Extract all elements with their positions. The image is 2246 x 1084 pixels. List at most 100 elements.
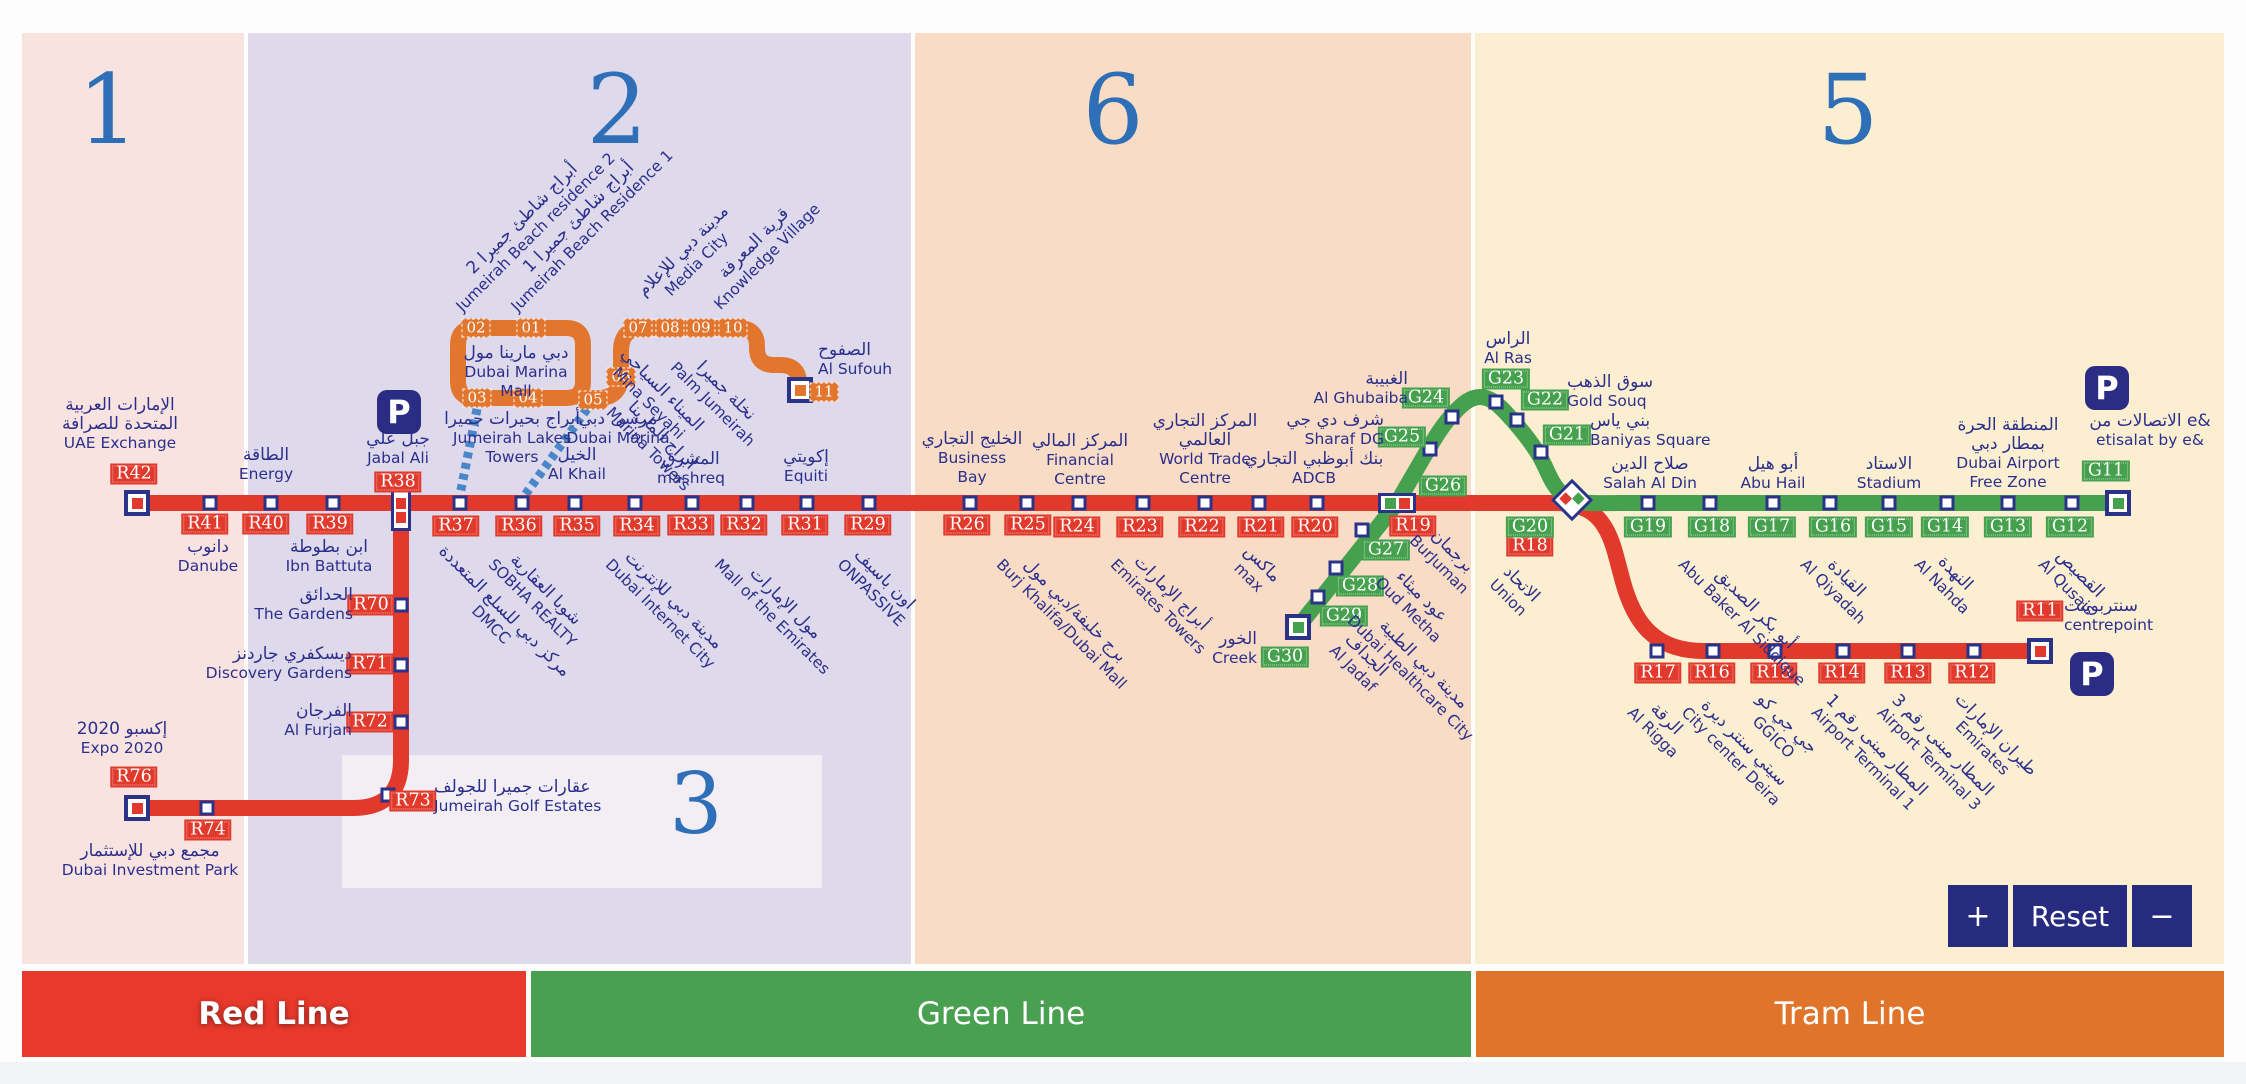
- station-marker-R13[interactable]: [1900, 643, 1916, 659]
- station-badge-09[interactable]: 09: [686, 318, 716, 338]
- station-badge-G24[interactable]: G24: [1401, 387, 1451, 409]
- station-badge-G28[interactable]: G28: [1335, 575, 1385, 597]
- station-badge-G29[interactable]: G29: [1319, 605, 1369, 627]
- station-marker-G14[interactable]: [1939, 495, 1955, 511]
- station-marker-R39[interactable]: [325, 495, 341, 511]
- station-badge-G15[interactable]: G15: [1864, 516, 1914, 538]
- station-badge-R16[interactable]: R16: [1688, 662, 1736, 684]
- station-badge-R74[interactable]: R74: [184, 819, 232, 841]
- station-badge-R37[interactable]: R37: [432, 515, 480, 537]
- station-marker-G27[interactable]: [1354, 522, 1370, 538]
- station-badge-R18[interactable]: R18: [1506, 535, 1554, 557]
- station-marker-G18[interactable]: [1702, 495, 1718, 511]
- station-badge-R22[interactable]: R22: [1178, 516, 1226, 538]
- legend-tab-red-line[interactable]: Red Line: [22, 971, 526, 1057]
- legend-tab-tram-line[interactable]: Tram Line: [1476, 971, 2224, 1057]
- station-badge-R23[interactable]: R23: [1116, 516, 1164, 538]
- station-marker-R76[interactable]: [124, 795, 150, 821]
- station-badge-R70[interactable]: R70: [347, 594, 395, 616]
- station-marker-R15[interactable]: [1767, 643, 1783, 659]
- station-marker-G21[interactable]: [1533, 444, 1549, 460]
- station-badge-01[interactable]: 01: [516, 318, 546, 338]
- station-badge-06[interactable]: 06: [606, 367, 636, 387]
- station-marker-R42[interactable]: [124, 490, 150, 516]
- station-marker-R16[interactable]: [1705, 643, 1721, 659]
- station-marker-R34[interactable]: [627, 495, 643, 511]
- station-marker-R24[interactable]: [1071, 495, 1087, 511]
- station-badge-04[interactable]: 04: [513, 388, 543, 408]
- station-badge-R26[interactable]: R26: [943, 514, 991, 536]
- station-badge-08[interactable]: 08: [655, 318, 685, 338]
- station-marker-R26[interactable]: [962, 495, 978, 511]
- station-marker-R17[interactable]: [1649, 643, 1665, 659]
- station-badge-G14[interactable]: G14: [1920, 516, 1970, 538]
- station-badge-G26[interactable]: G26: [1418, 475, 1468, 497]
- station-marker-R25[interactable]: [1019, 495, 1035, 511]
- station-badge-G19[interactable]: G19: [1623, 516, 1673, 538]
- station-badge-G16[interactable]: G16: [1808, 516, 1858, 538]
- station-badge-R35[interactable]: R35: [553, 515, 601, 537]
- station-badge-R38[interactable]: R38: [374, 471, 422, 493]
- station-badge-R29[interactable]: R29: [844, 514, 892, 536]
- station-marker-G17[interactable]: [1765, 495, 1781, 511]
- station-marker-R33[interactable]: [684, 495, 700, 511]
- station-badge-05[interactable]: 05: [578, 390, 608, 410]
- station-badge-R11[interactable]: R11: [2016, 600, 2064, 622]
- station-marker-G11[interactable]: [2105, 490, 2131, 516]
- station-marker-R29[interactable]: [861, 495, 877, 511]
- station-marker-R23[interactable]: [1135, 495, 1151, 511]
- station-badge-R76[interactable]: R76: [110, 766, 158, 788]
- station-badge-G18[interactable]: G18: [1687, 516, 1737, 538]
- station-badge-R13[interactable]: R13: [1884, 662, 1932, 684]
- station-badge-R19[interactable]: R19: [1389, 515, 1437, 537]
- station-marker-G13[interactable]: [2000, 495, 2016, 511]
- station-badge-R42[interactable]: R42: [110, 463, 158, 485]
- station-badge-10[interactable]: 10: [718, 318, 748, 338]
- station-marker-R70[interactable]: [393, 597, 409, 613]
- station-marker-R14[interactable]: [1835, 643, 1851, 659]
- station-marker-R35[interactable]: [567, 495, 583, 511]
- station-marker-G19[interactable]: [1640, 495, 1656, 511]
- station-marker-R36[interactable]: [514, 495, 530, 511]
- station-badge-G13[interactable]: G13: [1983, 516, 2033, 538]
- station-badge-G12[interactable]: G12: [2045, 516, 2095, 538]
- station-badge-R17[interactable]: R17: [1634, 662, 1682, 684]
- station-badge-R36[interactable]: R36: [495, 515, 543, 537]
- station-badge-R72[interactable]: R72: [346, 711, 394, 733]
- station-badge-11[interactable]: 11: [809, 382, 839, 402]
- station-badge-R25[interactable]: R25: [1004, 514, 1052, 536]
- station-marker-G29[interactable]: [1310, 589, 1326, 605]
- station-badge-03[interactable]: 03: [462, 388, 492, 408]
- station-badge-R39[interactable]: R39: [306, 513, 354, 535]
- station-badge-G11[interactable]: G11: [2081, 460, 2131, 482]
- station-marker-R21[interactable]: [1251, 495, 1267, 511]
- station-badge-R20[interactable]: R20: [1291, 516, 1339, 538]
- station-badge-G23[interactable]: G23: [1481, 368, 1531, 390]
- station-marker-R12[interactable]: [1966, 643, 1982, 659]
- station-marker-R20[interactable]: [1309, 495, 1325, 511]
- station-badge-R73[interactable]: R73: [389, 790, 437, 812]
- station-marker-R40[interactable]: [263, 495, 279, 511]
- station-badge-G21[interactable]: G21: [1542, 424, 1592, 446]
- station-badge-R15[interactable]: R15: [1750, 662, 1798, 684]
- station-marker-G12[interactable]: [2064, 495, 2080, 511]
- station-marker-R11[interactable]: [2027, 638, 2053, 664]
- station-badge-R31[interactable]: R31: [781, 514, 829, 536]
- station-marker-G25[interactable]: [1422, 441, 1438, 457]
- station-badge-G30[interactable]: G30: [1260, 646, 1310, 668]
- station-badge-07[interactable]: 07: [623, 318, 653, 338]
- station-marker-R74[interactable]: [199, 800, 215, 816]
- station-marker-G22[interactable]: [1509, 412, 1525, 428]
- station-marker-R37[interactable]: [452, 495, 468, 511]
- station-badge-G22[interactable]: G22: [1520, 389, 1570, 411]
- station-marker-R19[interactable]: [1378, 493, 1416, 513]
- station-badge-R24[interactable]: R24: [1053, 516, 1101, 538]
- station-marker-G24[interactable]: [1444, 409, 1460, 425]
- station-badge-G17[interactable]: G17: [1747, 516, 1797, 538]
- station-badge-R41[interactable]: R41: [181, 513, 229, 535]
- station-marker-R71[interactable]: [393, 657, 409, 673]
- station-marker-R22[interactable]: [1197, 495, 1213, 511]
- station-marker-G23[interactable]: [1488, 394, 1504, 410]
- reset-button[interactable]: Reset: [2013, 885, 2127, 947]
- station-marker-R32[interactable]: [739, 495, 755, 511]
